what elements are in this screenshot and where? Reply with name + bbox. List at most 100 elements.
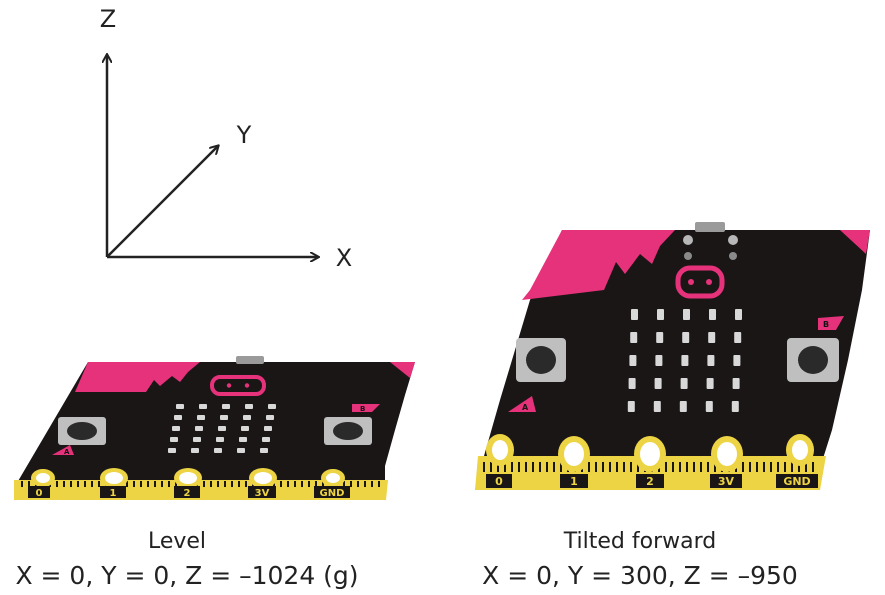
- axes-diagram: Z Y X: [100, 5, 352, 272]
- led: [197, 415, 205, 420]
- pin-pad-2: [634, 436, 666, 472]
- z-axis-label: Z: [100, 5, 116, 33]
- led: [262, 437, 270, 442]
- usb-connector: [695, 222, 725, 232]
- button-b-label: B: [823, 320, 829, 329]
- logo-dot-right: [706, 279, 712, 285]
- led: [222, 404, 230, 409]
- button-a[interactable]: [516, 338, 566, 382]
- led: [176, 404, 184, 409]
- logo-dot-right: [245, 383, 249, 387]
- led: [170, 437, 178, 442]
- led: [732, 401, 739, 412]
- logo-dot-left: [227, 383, 231, 387]
- button-a[interactable]: [58, 417, 106, 445]
- led: [195, 426, 203, 431]
- values-level: X = 0, Y = 0, Z = –1024 (g): [15, 561, 358, 590]
- logo-dot-left: [688, 279, 694, 285]
- led: [681, 355, 688, 366]
- led: [630, 332, 637, 343]
- pin-pad-1: [100, 468, 128, 488]
- pin-label-gnd: GND: [320, 488, 345, 499]
- led: [168, 448, 176, 453]
- y-axis-arrow: [107, 146, 218, 257]
- led: [241, 426, 249, 431]
- button-a-label: A: [522, 403, 529, 412]
- pin-pad-3v: [711, 436, 743, 472]
- led: [629, 378, 636, 389]
- led: [218, 426, 226, 431]
- x-axis-label: X: [336, 244, 352, 272]
- led: [681, 378, 688, 389]
- led: [264, 426, 272, 431]
- values-tilted: X = 0, Y = 300, Z = –950: [482, 561, 798, 590]
- led: [709, 309, 716, 320]
- usb-connector: [236, 356, 264, 364]
- led: [239, 437, 247, 442]
- led: [220, 415, 228, 420]
- pin-label-1: 1: [570, 475, 578, 488]
- pin-pad-0: [31, 469, 55, 487]
- led: [260, 448, 268, 453]
- led: [193, 437, 201, 442]
- pin-pad-2: [174, 468, 202, 488]
- led: [682, 332, 689, 343]
- led: [654, 401, 661, 412]
- led: [707, 355, 714, 366]
- header-pin: [728, 235, 738, 245]
- led: [191, 448, 199, 453]
- led: [214, 448, 222, 453]
- led: [199, 404, 207, 409]
- led: [245, 404, 253, 409]
- led: [243, 415, 251, 420]
- led: [629, 355, 636, 366]
- button-b[interactable]: [787, 338, 839, 382]
- header-pin: [729, 252, 737, 260]
- led: [683, 309, 690, 320]
- button-b-label: B: [360, 405, 365, 413]
- led: [680, 401, 687, 412]
- led: [631, 309, 638, 320]
- pin-label-3v: 3V: [718, 475, 735, 488]
- led: [735, 309, 742, 320]
- led: [657, 309, 664, 320]
- led: [655, 378, 662, 389]
- header-pin: [684, 252, 692, 260]
- y-axis-label: Y: [236, 121, 252, 149]
- pin-label-0: 0: [36, 488, 43, 499]
- led: [268, 404, 276, 409]
- led: [708, 332, 715, 343]
- caption-tilted: Tilted forward: [563, 529, 716, 554]
- led: [172, 426, 180, 431]
- pin-pad-0: [486, 434, 514, 466]
- led: [237, 448, 245, 453]
- led: [706, 401, 713, 412]
- button-b[interactable]: [324, 417, 372, 445]
- pin-label-3v: 3V: [255, 488, 270, 499]
- pin-label-2: 2: [184, 488, 191, 499]
- led: [734, 332, 741, 343]
- pin-pad-3v: [249, 468, 277, 488]
- caption-level: Level: [148, 529, 206, 554]
- pin-pad-gnd: [786, 434, 814, 466]
- pin-pad-gnd: [321, 469, 345, 487]
- led: [733, 378, 740, 389]
- led: [707, 378, 714, 389]
- led: [628, 401, 635, 412]
- microbit-board-tilted: A B 0: [475, 222, 870, 490]
- pin-label-2: 2: [646, 475, 654, 488]
- pin-label-gnd: GND: [783, 475, 810, 488]
- led: [174, 415, 182, 420]
- pin-pad-1: [558, 436, 590, 472]
- led: [733, 355, 740, 366]
- button-a-label: A: [64, 448, 70, 456]
- led: [655, 355, 662, 366]
- led: [656, 332, 663, 343]
- pin-label-0: 0: [495, 475, 503, 488]
- led: [216, 437, 224, 442]
- header-pin: [683, 235, 693, 245]
- pin-label-1: 1: [110, 488, 117, 499]
- microbit-board-level: A B: [14, 356, 415, 500]
- led: [266, 415, 274, 420]
